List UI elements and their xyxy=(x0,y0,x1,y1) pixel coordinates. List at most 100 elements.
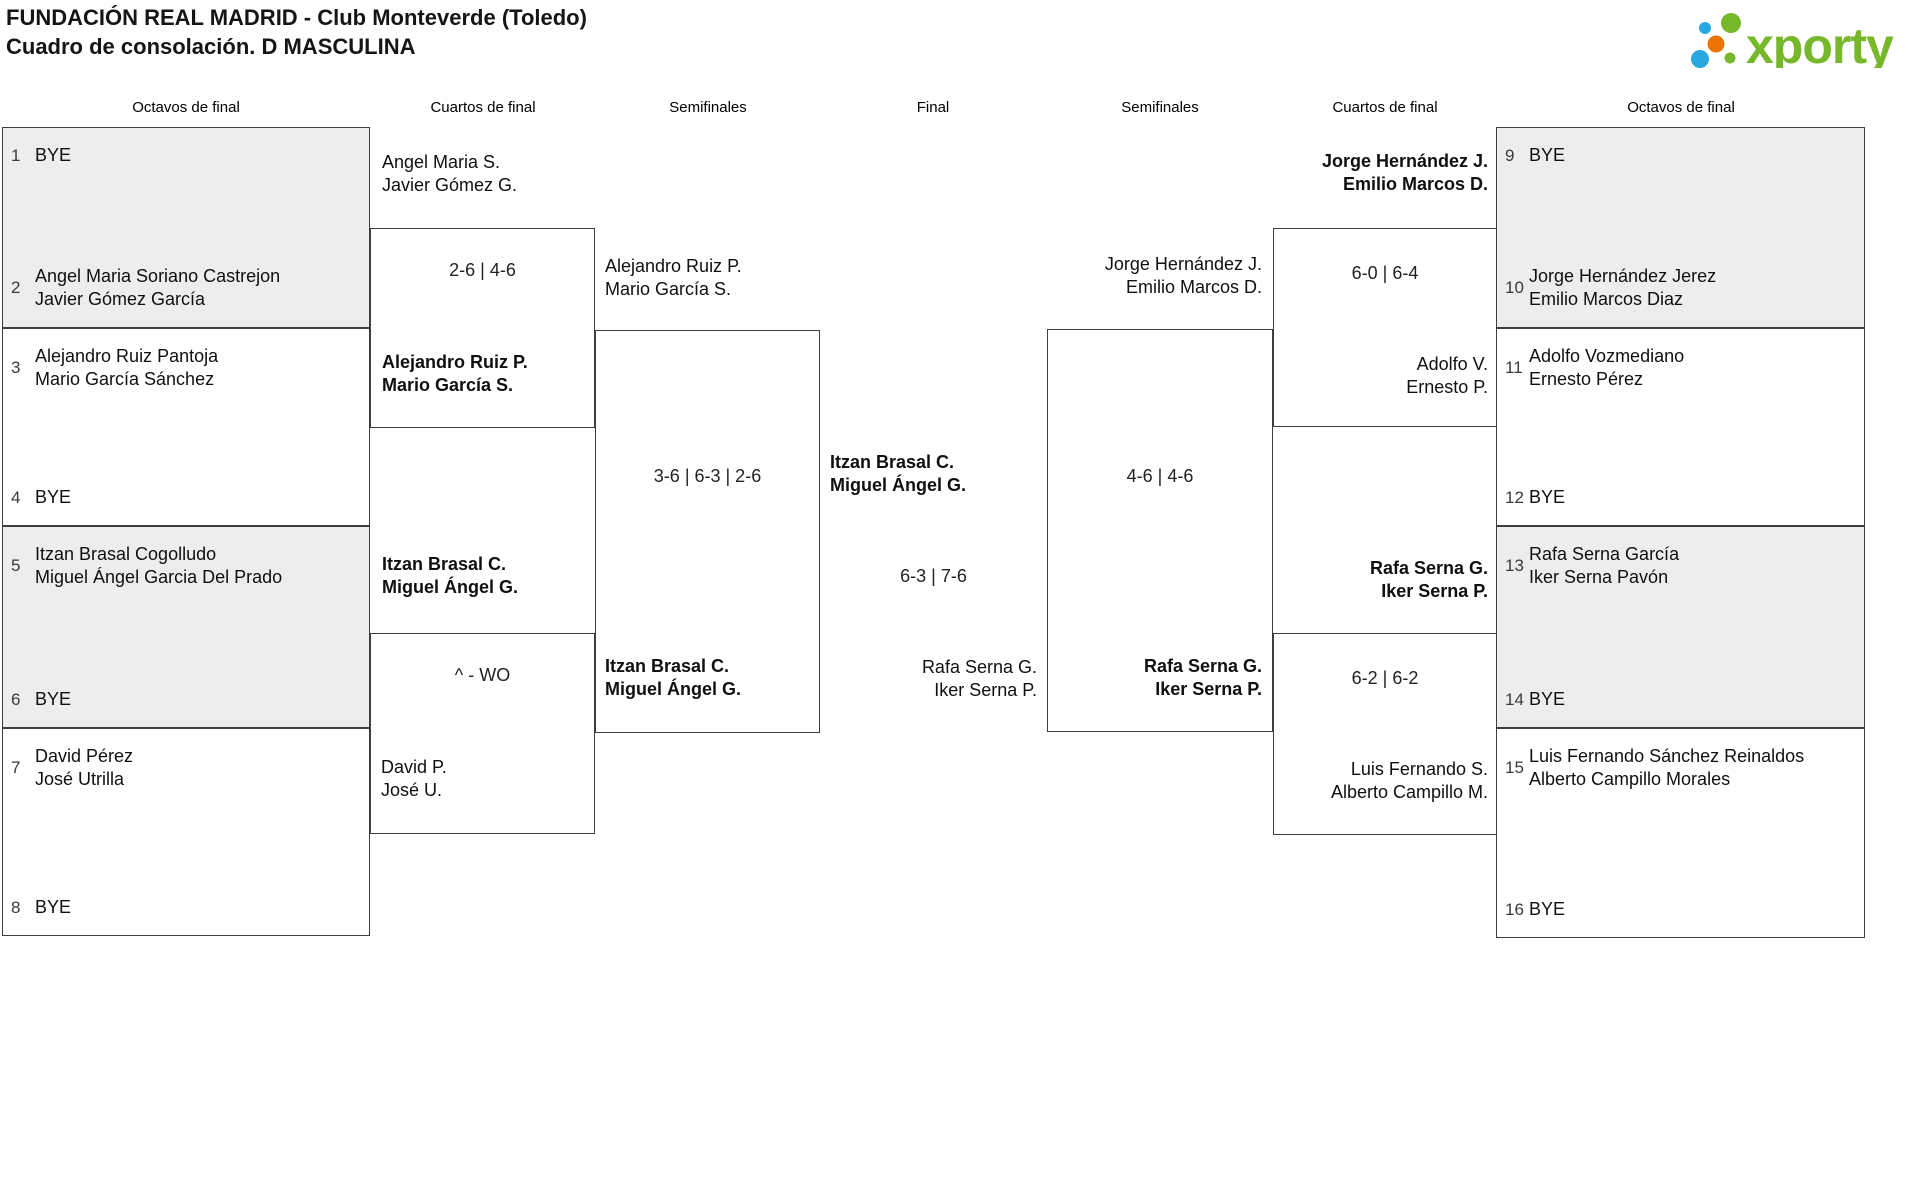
team-line: Iker Serna P. xyxy=(1155,679,1262,699)
seed-number: 1 xyxy=(11,145,21,165)
team-line: Alberto Campillo Morales xyxy=(1529,769,1731,789)
team-label-qfr2-bottom: Luis Fernando S. Alberto Campillo M. xyxy=(1331,758,1488,804)
seed-slot-10: 10 Jorge Hernández Jerez Emilio Marcos D… xyxy=(1505,265,1858,311)
team-name: BYE xyxy=(1529,898,1565,921)
team-line: Itzan Brasal C. xyxy=(382,554,507,574)
score-final: 6-3 | 7-6 xyxy=(900,566,967,586)
team-line: Miguel Ángel G. xyxy=(830,475,967,495)
round-header-final: Final xyxy=(916,99,950,116)
team-line: Alejandro Ruiz P. xyxy=(605,256,742,276)
team-line: Emilio Marcos D. xyxy=(1125,277,1262,297)
team-line: Javier Gómez G. xyxy=(382,175,518,195)
team-line: BYE xyxy=(35,145,72,165)
score-qf-l2: ^ - WO xyxy=(454,665,511,685)
team-label-qfr1-top: Jorge Hernández J. Emilio Marcos D. xyxy=(1322,150,1488,196)
team-line: Miguel Ángel G. xyxy=(382,577,519,597)
team-label-final-bottom: Rafa Serna G. Iker Serna P. xyxy=(922,656,1037,702)
match-box-sf-r xyxy=(1047,329,1273,732)
seed-slot-11: 11 Adolfo Vozmediano Ernesto Pérez xyxy=(1505,345,1858,391)
team-line: Iker Serna Pavón xyxy=(1529,567,1669,587)
team-line: Adolfo V. xyxy=(1416,354,1488,374)
seed-slot-12: 12 BYE xyxy=(1505,486,1858,509)
team-name: BYE xyxy=(35,144,71,167)
team-line: Itzan Brasal C. xyxy=(605,656,730,676)
team-label-qfl1-top: Angel Maria S. Javier Gómez G. xyxy=(382,151,517,197)
seed-slot-1: 1 BYE xyxy=(11,144,363,167)
seed-slot-9: 9 BYE xyxy=(1505,144,1858,167)
team-line: BYE xyxy=(1529,689,1566,709)
team-name: Rafa Serna García Iker Serna Pavón xyxy=(1529,543,1679,589)
team-line: Luis Fernando Sánchez Reinaldos xyxy=(1529,746,1805,766)
seed-number: 7 xyxy=(11,758,21,777)
match-box-octavos-l2: 3 Alejandro Ruiz Pantoja Mario García Sá… xyxy=(2,328,370,526)
team-line: Javier Gómez García xyxy=(35,289,206,309)
team-line: BYE xyxy=(35,897,72,917)
score-qf-r2: 6-2 | 6-2 xyxy=(1351,668,1419,688)
team-label-sfl-top: Alejandro Ruiz P. Mario García S. xyxy=(605,255,742,301)
score-sf-r: 4-6 | 4-6 xyxy=(1126,466,1194,486)
match-box-octavos-r3: 13 Rafa Serna García Iker Serna Pavón 14… xyxy=(1496,526,1865,728)
score-qf-r1: 6-0 | 6-4 xyxy=(1351,263,1419,283)
round-header-cuartos-right: Cuartos de final xyxy=(1332,99,1438,116)
team-name: Angel Maria Soriano Castrejon Javier Góm… xyxy=(35,265,280,311)
match-box-octavos-l4: 7 David Pérez José Utrilla 8 BYE xyxy=(2,728,370,936)
team-line: Alejandro Ruiz Pantoja xyxy=(35,346,219,366)
team-line: Emilio Marcos D. xyxy=(1342,174,1488,194)
team-label-qfr1-bottom: Adolfo V. Ernesto P. xyxy=(1406,353,1488,399)
seed-slot-3: 3 Alejandro Ruiz Pantoja Mario García Sá… xyxy=(11,345,363,391)
seed-number: 16 xyxy=(1505,899,1524,919)
seed-number: 14 xyxy=(1505,689,1524,709)
bracket-subtitle: Cuadro de consolación. D MASCULINA xyxy=(6,34,416,59)
team-label-qfl1-winner: Alejandro Ruiz P. Mario García S. xyxy=(382,351,528,397)
team-line: Itzan Brasal Cogolludo xyxy=(35,544,217,564)
team-line: Alejandro Ruiz P. xyxy=(382,352,528,372)
match-box-qf-r2 xyxy=(1273,633,1497,835)
team-line: José U. xyxy=(381,780,443,800)
team-name: Luis Fernando Sánchez Reinaldos Alberto … xyxy=(1529,745,1804,791)
team-name: BYE xyxy=(35,688,71,711)
round-header-semis-left: Semifinales xyxy=(669,99,747,116)
match-box-sf-l xyxy=(595,330,820,733)
team-line: Jorge Hernández Jerez xyxy=(1529,266,1717,286)
team-line: José Utrilla xyxy=(35,769,125,789)
match-box-qf-l1 xyxy=(370,228,595,428)
match-box-qf-r1 xyxy=(1273,228,1497,427)
seed-slot-16: 16 BYE xyxy=(1505,898,1858,921)
score-sf-l: 3-6 | 6-3 | 2-6 xyxy=(653,466,762,486)
team-name: Alejandro Ruiz Pantoja Mario García Sánc… xyxy=(35,345,218,391)
seed-slot-4: 4 BYE xyxy=(11,486,363,509)
team-line: Ernesto P. xyxy=(1406,377,1488,397)
seed-number: 15 xyxy=(1505,758,1524,777)
team-line: Mario García Sánchez xyxy=(35,369,215,389)
seed-number: 3 xyxy=(11,358,21,377)
team-line: Rafa Serna G. xyxy=(1143,656,1262,676)
team-line: Adolfo Vozmediano xyxy=(1529,346,1685,366)
page-title: FUNDACIÓN REAL MADRID - Club Monteverde … xyxy=(6,3,587,61)
team-line: Miguel Ángel G. xyxy=(605,679,742,699)
team-line: Miguel Ángel Garcia Del Prado xyxy=(35,567,283,587)
seed-slot-15: 15 Luis Fernando Sánchez Reinaldos Alber… xyxy=(1505,745,1858,791)
team-line: Iker Serna P. xyxy=(1381,581,1488,601)
team-line: BYE xyxy=(1529,145,1566,165)
seed-slot-2: 2 Angel Maria Soriano Castrejon Javier G… xyxy=(11,265,363,311)
team-line: Angel Maria S. xyxy=(382,152,501,172)
team-name: BYE xyxy=(1529,144,1565,167)
team-label-sfl-winner: Itzan Brasal C. Miguel Ángel G. xyxy=(605,655,741,701)
team-line: Iker Serna P. xyxy=(934,680,1037,700)
seed-slot-6: 6 BYE xyxy=(11,688,363,711)
team-line: Mario García S. xyxy=(382,375,514,395)
seed-slot-5: 5 Itzan Brasal Cogolludo Miguel Ángel Ga… xyxy=(11,543,363,589)
match-box-octavos-r2: 11 Adolfo Vozmediano Ernesto Pérez 12 BY… xyxy=(1496,328,1865,526)
team-label-sfr-top: Jorge Hernández J. Emilio Marcos D. xyxy=(1105,253,1262,299)
seed-number: 4 xyxy=(11,487,21,507)
team-label-final-top: Itzan Brasal C. Miguel Ángel G. xyxy=(830,451,966,497)
team-name: Adolfo Vozmediano Ernesto Pérez xyxy=(1529,345,1684,391)
seed-slot-14: 14 BYE xyxy=(1505,688,1858,711)
team-line: Ernesto Pérez xyxy=(1529,369,1644,389)
team-name: David Pérez José Utrilla xyxy=(35,745,133,791)
team-name: BYE xyxy=(1529,688,1565,711)
round-header-semis-right: Semifinales xyxy=(1121,99,1199,116)
team-name: Itzan Brasal Cogolludo Miguel Ángel Garc… xyxy=(35,543,282,589)
team-name: BYE xyxy=(35,896,71,919)
team-line: Luis Fernando S. xyxy=(1350,759,1488,779)
